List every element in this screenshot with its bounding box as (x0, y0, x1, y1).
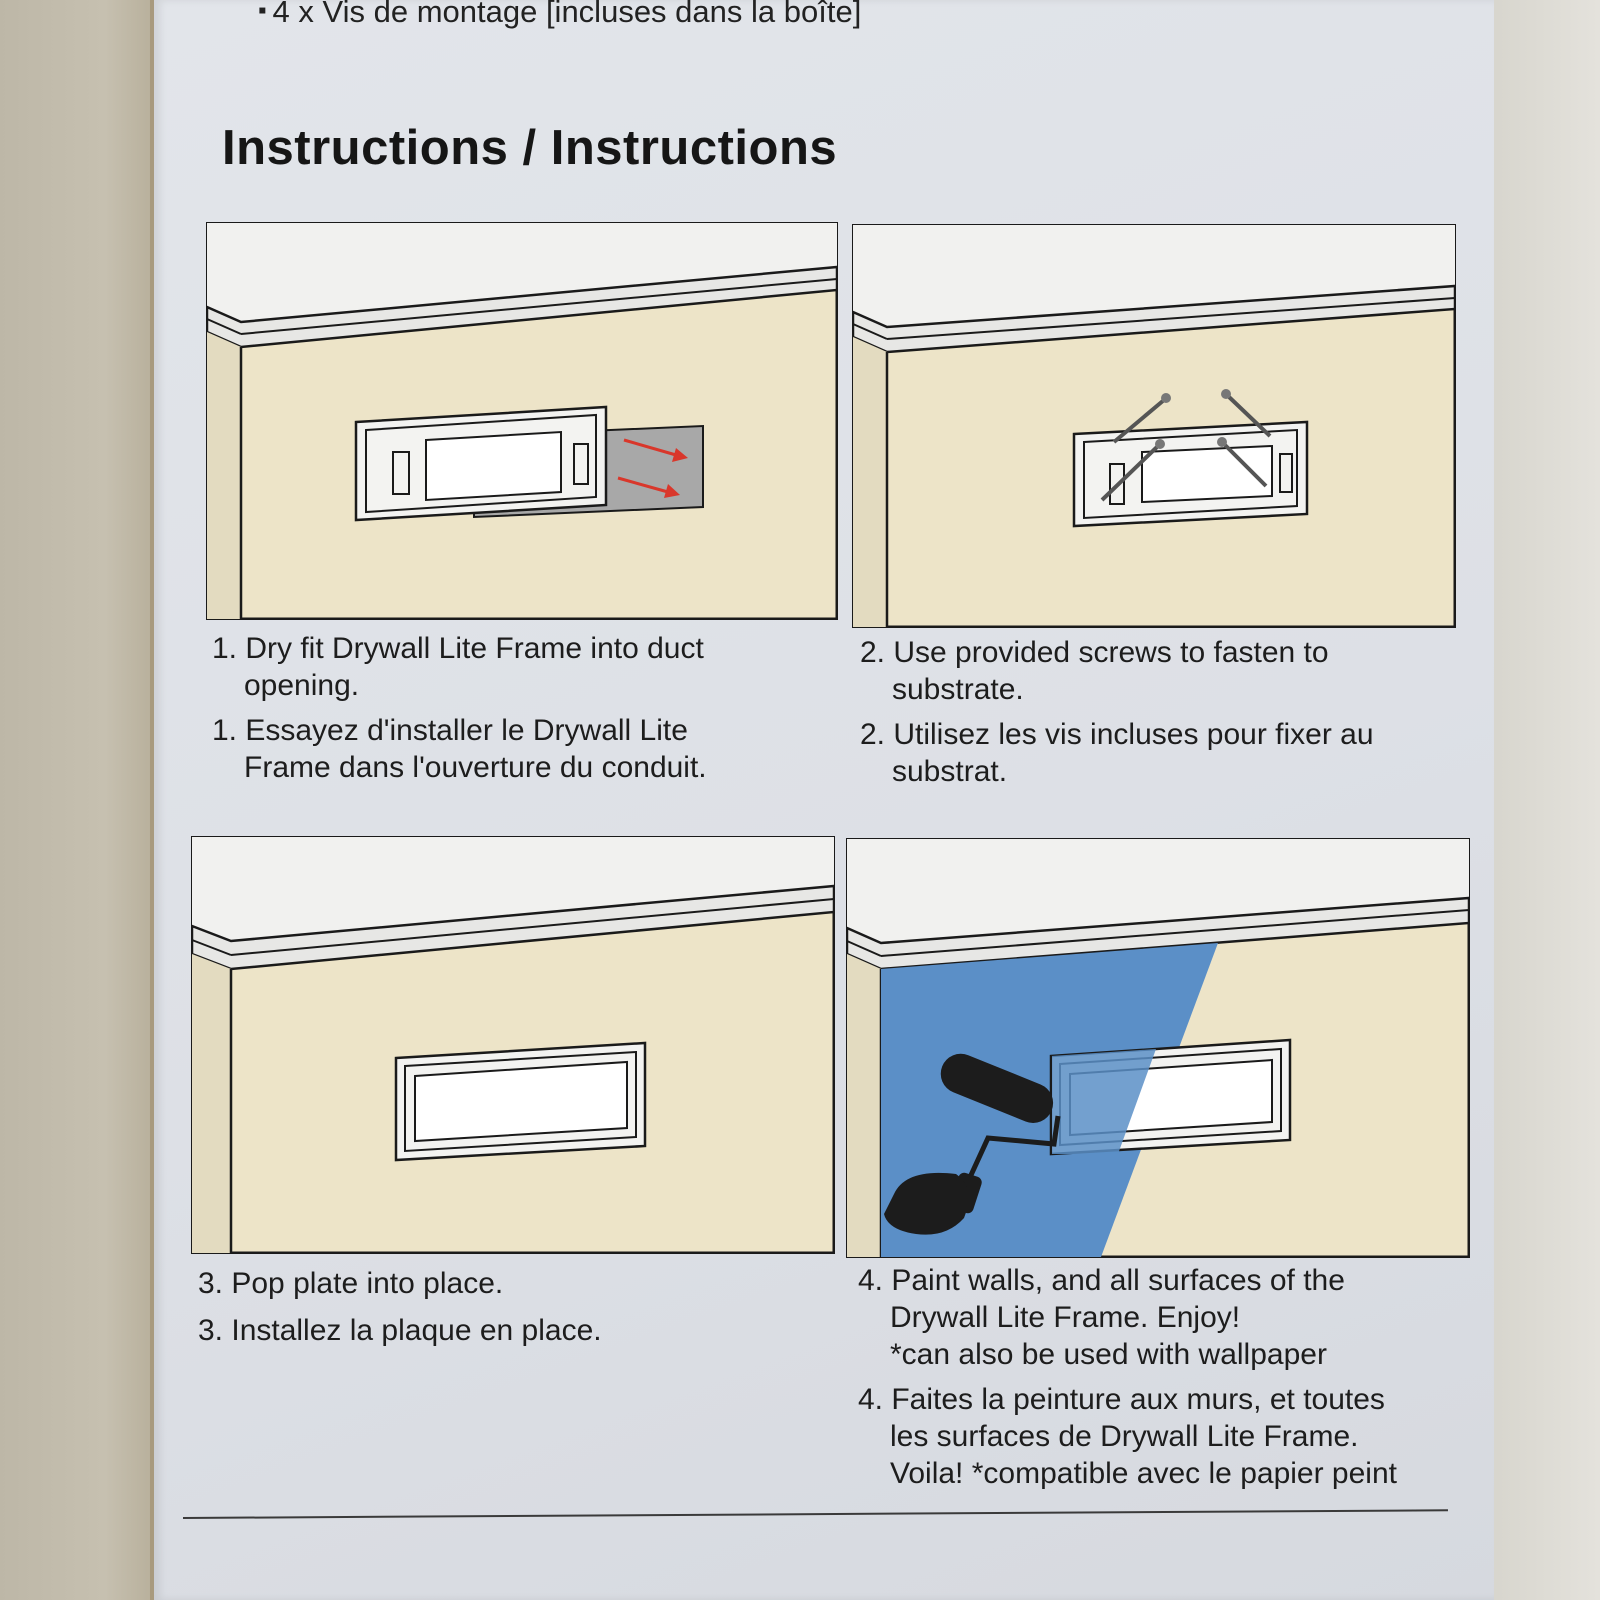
step-3-caption: 3. Pop plate into place. 3. Installez la… (198, 1265, 602, 1349)
step-4-fr-line-3: Voila! *compatible avec le papier peint (890, 1457, 1397, 1490)
step-4-fr-line-1: 4. Faites la peinture aux murs, et toute… (858, 1383, 1385, 1416)
mounting-screws-text: 4 x Vis de montage [incluses dans la boî… (272, 0, 862, 29)
step-2-fr-line-1: 2. Utilisez les vis incluses pour fixer … (860, 718, 1374, 751)
step-1-fr-line-1: 1. Essayez d'installer le Drywall Lite (212, 714, 688, 747)
step-4-caption: 4. Paint walls, and all surfaces of the … (858, 1262, 1397, 1492)
mounting-screws-note: ▪4 x Vis de montage [incluses dans la bo… (258, 0, 861, 30)
step-4-fr-line-2: les surfaces de Drywall Lite Frame. (890, 1420, 1359, 1453)
step-4-en-line-2: Drywall Lite Frame. Enjoy! (890, 1301, 1241, 1334)
background-wall-right (1480, 0, 1600, 1600)
step-3-en-line-1: 3. Pop plate into place. (198, 1267, 504, 1300)
step-4-en-line-3: *can also be used with wallpaper (890, 1338, 1327, 1371)
step-1-en-line-1: 1. Dry fit Drywall Lite Frame into duct (212, 632, 704, 665)
step-1-en-line-2: opening. (244, 669, 360, 702)
page-title: Instructions / Instructions (222, 121, 838, 175)
step-2-illustration (852, 224, 1456, 628)
step-2-en-line-2: substrate. (892, 673, 1024, 706)
step-4-en-line-1: 4. Paint walls, and all surfaces of the (858, 1264, 1345, 1297)
step-2-fr-line-2: substrat. (892, 755, 1008, 788)
step-3-illustration (191, 836, 835, 1254)
step-1-illustration (206, 222, 838, 620)
bullet-icon: ▪ (258, 0, 267, 24)
step-1-fr-line-2: Frame dans l'ouverture du conduit. (244, 751, 707, 784)
step-2-en-line-1: 2. Use provided screws to fasten to (860, 636, 1329, 669)
step-3-fr-line-1: 3. Installez la plaque en place. (198, 1314, 602, 1347)
step-1-caption: 1. Dry fit Drywall Lite Frame into duct … (212, 630, 707, 786)
step-2-caption: 2. Use provided screws to fasten to subs… (860, 634, 1374, 790)
background-wall-left (0, 0, 150, 1600)
step-4-illustration (846, 838, 1470, 1258)
